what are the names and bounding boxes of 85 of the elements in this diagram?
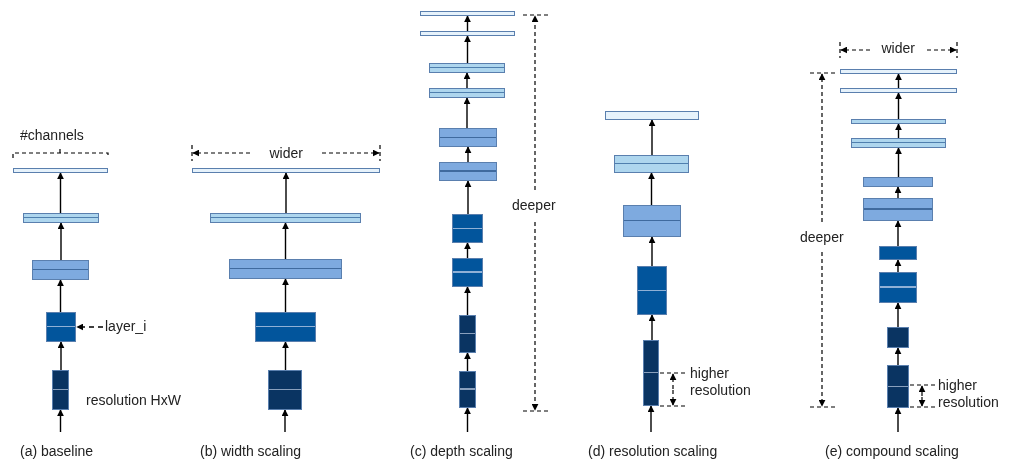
layer-bar [643, 340, 659, 406]
layer-bar [46, 312, 76, 342]
layer-bar [23, 213, 99, 223]
arrow [895, 147, 902, 178]
arrow [894, 407, 902, 433]
arrow [894, 347, 902, 366]
arrow [57, 222, 65, 261]
arrow [894, 220, 902, 247]
arrow [282, 222, 289, 260]
arrow [648, 119, 656, 156]
dimension-label: deeper [512, 197, 556, 214]
layer-bar [192, 168, 380, 173]
arrow [282, 172, 290, 214]
layer-bar [863, 198, 933, 221]
arrow [57, 172, 64, 214]
arrow [76, 323, 104, 331]
arrow [282, 278, 289, 313]
layer-bar [851, 119, 946, 124]
dimension-label: wider [269, 145, 303, 162]
layer-bar [52, 370, 69, 410]
layer-bar [605, 111, 699, 120]
dimension-label: higher resolution [938, 377, 1000, 411]
panel-caption: (b) width scaling [200, 443, 302, 460]
layer-bar [13, 168, 108, 173]
arrow [57, 341, 65, 371]
arrow [463, 72, 471, 89]
dimension-label: #channels [20, 127, 84, 144]
layer-bar [268, 370, 302, 410]
annotation-text: resolution HxW [86, 392, 181, 409]
arrow [895, 123, 902, 139]
panel-caption: (e) compound scaling [825, 443, 959, 460]
annotation-text: layer_i [105, 318, 147, 335]
arrow [464, 242, 471, 259]
layer-bar [210, 213, 361, 223]
arrow [464, 15, 471, 32]
layer-bar [255, 312, 316, 342]
arrow [464, 286, 471, 316]
dimension-label: higher resolution [690, 365, 752, 399]
layer-bar [420, 11, 515, 16]
layer-bar [439, 128, 497, 147]
arrow [464, 352, 471, 372]
layer-bar [879, 246, 917, 260]
arrow [895, 92, 902, 120]
panel-caption: (d) resolution scaling [588, 443, 718, 460]
arrow [282, 341, 289, 371]
layer-bar [459, 371, 476, 408]
layer-bar [459, 315, 476, 353]
arrow [647, 405, 655, 433]
layer-bar [420, 31, 515, 36]
panel-caption: (c) depth scaling [410, 443, 513, 460]
arrow [464, 35, 471, 64]
arrow [464, 146, 472, 163]
dimension-label: deeper [800, 229, 844, 246]
arrow [894, 259, 902, 273]
arrow [281, 409, 289, 433]
layer-bar [429, 88, 505, 98]
panel-caption: (a) baseline [20, 443, 94, 460]
layer-bar [452, 214, 483, 243]
layer-bar [863, 177, 933, 187]
layer-bar [840, 88, 957, 93]
layer-bar [879, 272, 917, 303]
layer-bar [840, 69, 957, 74]
layer-bar [439, 162, 497, 181]
layer-bar [637, 266, 667, 315]
arrow [464, 407, 471, 433]
arrow [463, 97, 471, 129]
layer-bar [452, 258, 483, 287]
dimension-label: wider [881, 40, 915, 57]
arrow [648, 236, 656, 267]
layer-bar [229, 259, 342, 279]
layer-bar [429, 63, 505, 73]
layer-bar [887, 327, 909, 348]
arrow [648, 172, 655, 206]
arrow [648, 314, 656, 341]
layer-bar [851, 138, 946, 148]
layer-bar [887, 365, 909, 408]
arrow [57, 279, 64, 313]
arrow [895, 73, 902, 89]
layer-bar [614, 155, 689, 173]
arrow [894, 186, 902, 199]
layer-bar [32, 260, 89, 280]
arrow [464, 180, 472, 215]
arrow [894, 302, 902, 328]
layer-bar [623, 205, 681, 237]
arrow [57, 409, 64, 433]
